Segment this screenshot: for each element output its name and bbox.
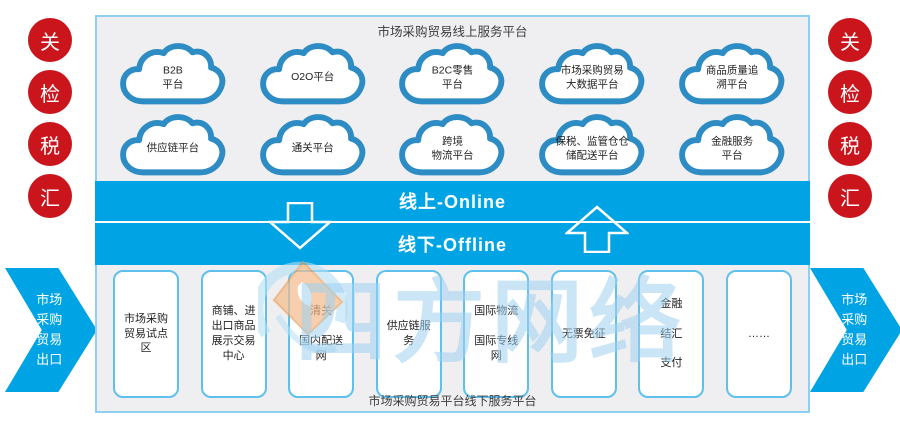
offline-band: 线下-Offline (95, 223, 810, 265)
cloud-supplychain-platform: 供应链平台 (118, 113, 228, 181)
customs-badge: 关 (828, 18, 872, 62)
cloud-row-1: B2B 平台 O2O平台 B2C零售 平台 市场采购贸易 大数据平台 商品质量追… (103, 42, 802, 110)
cloud-label: B2B 平台 (162, 65, 184, 91)
cloud-label: O2O平台 (291, 71, 335, 84)
cloud-label: 通关平台 (291, 142, 334, 155)
forex-badge: 汇 (28, 174, 72, 218)
online-band: 线上-Online (95, 181, 810, 223)
left-badge-column: 关 检 税 汇 (28, 18, 72, 218)
box-trade-pilot-zone: 市场采购 贸易试点 区 (113, 270, 179, 398)
offline-platform-title: 市场采购贸易平台线下服务平台 (368, 394, 537, 408)
tax-badge: 税 (28, 122, 72, 166)
export-flow-label: 市场 采购 贸易 出口 (841, 291, 868, 368)
cloud-finance-service-platform: 金融服务 平台 (677, 113, 787, 181)
inspection-badge: 检 (828, 70, 872, 114)
cloud-bonded-warehouse-platform: 保税、监管仓仓 储配送平台 (537, 113, 647, 181)
box-shops-exhibition-center: 商铺、进 出口商品 展示交易 中心 (200, 270, 267, 398)
box-international-logistics: 国际物流 国际专线 网 (463, 270, 530, 398)
cloud-bigdata-platform: 市场采购贸易 大数据平台 (537, 42, 647, 110)
offline-band-label: 线下-Offline (398, 235, 507, 255)
cloud-crossborder-logistics-platform: 跨境 物流平台 (397, 113, 507, 181)
customs-badge: 关 (28, 18, 72, 62)
cloud-label: 跨境 物流平台 (431, 136, 474, 162)
cloud-label: B2C零售 平台 (431, 65, 474, 91)
cloud-b2c-retail-platform: B2C零售 平台 (397, 42, 507, 110)
export-flow-label: 市场 采购 贸易 出口 (36, 291, 63, 368)
box-finance-settlement-payment: 金融 结汇 支付 (638, 270, 705, 398)
cloud-b2b-platform: B2B 平台 (118, 42, 228, 110)
cloud-label: 保税、监管仓仓 储配送平台 (555, 136, 630, 162)
cloud-o2o-platform: O2O平台 (258, 42, 368, 110)
forex-badge: 汇 (828, 174, 872, 218)
cloud-label: 供应链平台 (146, 142, 200, 155)
offline-service-boxes: 市场采购 贸易试点 区 商铺、进 出口商品 展示交易 中心 清关 国内配送 网 … (113, 270, 792, 398)
cloud-row-2: 供应链平台 通关平台 跨境 物流平台 保税、监管仓仓 储配送平台 金融服务 平台 (103, 113, 802, 181)
down-arrow-icon (268, 202, 332, 250)
cloud-label: 商品质量追 溯平台 (705, 65, 759, 91)
export-flow-arrow-left: 市场 采购 贸易 出口 (5, 268, 97, 392)
export-flow-arrow-right: 市场 采购 贸易 出口 (810, 268, 900, 392)
up-arrow-icon (565, 205, 629, 253)
box-clearance-domestic-delivery: 清关 国内配送 网 (288, 270, 355, 398)
main-panel: 市场采购贸易线上服务平台 B2B 平台 O2O平台 B2C零售 平台 市场采购贸… (95, 15, 810, 413)
cloud-label: 金融服务 平台 (711, 136, 754, 162)
inspection-badge: 检 (28, 70, 72, 114)
right-badge-column: 关 检 税 汇 (828, 18, 872, 218)
cloud-quality-trace-platform: 商品质量追 溯平台 (677, 42, 787, 110)
online-band-label: 线上-Online (399, 192, 506, 212)
box-supplychain-service: 供应链服 务 (375, 270, 442, 398)
cloud-label: 市场采购贸易 大数据平台 (560, 65, 624, 91)
tax-badge: 税 (828, 122, 872, 166)
online-platform-title: 市场采购贸易线上服务平台 (377, 25, 528, 39)
box-tax-exemption: 无票免征 (550, 270, 617, 398)
cloud-customs-clearance-platform: 通关平台 (258, 113, 368, 181)
box-ellipsis: …… (725, 270, 792, 398)
